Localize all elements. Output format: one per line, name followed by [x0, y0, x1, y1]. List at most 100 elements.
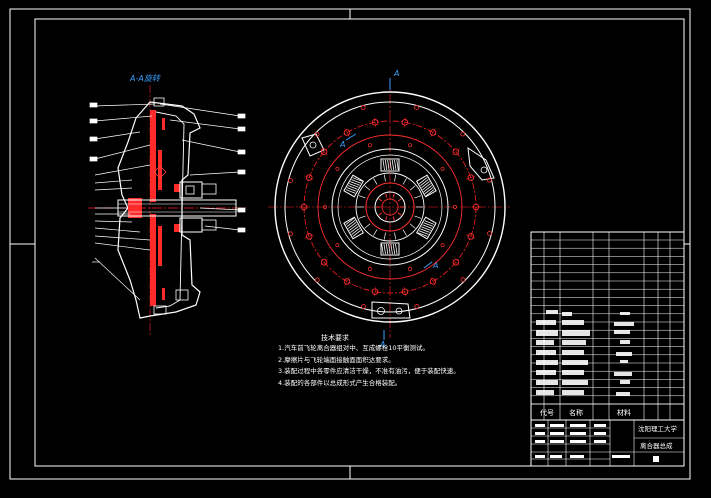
bom-entry-mark	[536, 350, 556, 355]
spline-tooth	[397, 212, 402, 216]
bom-entry-mark	[620, 312, 630, 315]
finger-slot	[373, 229, 378, 236]
technical-note-1: 1.汽车前飞轮离合器组对中、互成螺栓10平衡测试。	[278, 344, 429, 352]
title-block-entry-mark	[594, 440, 606, 443]
title-block-entry-mark	[570, 455, 584, 458]
spring-coil	[388, 243, 391, 255]
spring-coil	[346, 187, 357, 192]
outer-bolt-hole	[429, 129, 437, 136]
inner-rivet	[367, 266, 372, 271]
rim-hole	[314, 131, 320, 137]
finger-slot	[383, 232, 386, 240]
rim-hole	[487, 231, 492, 236]
finger-slot	[394, 232, 397, 240]
bom-entry-mark	[562, 340, 586, 345]
outer-bolt-hole	[371, 288, 379, 295]
bom-table	[531, 239, 684, 405]
spline-tooth	[385, 216, 388, 221]
spring-coil	[424, 220, 435, 225]
outer-bolt-hole	[467, 233, 475, 240]
bom-entry-mark	[614, 322, 634, 326]
spring-coil	[350, 225, 359, 233]
frame-ticks	[10, 9, 690, 479]
spring-coil	[419, 177, 428, 185]
spring-coil	[418, 230, 429, 235]
title-block-entry-mark	[594, 432, 606, 435]
bolt-hole-centerline	[466, 175, 476, 180]
bom-entry-mark	[616, 352, 632, 356]
bom-entry-mark	[536, 320, 556, 325]
spring-coil	[351, 179, 362, 184]
bom-entry-mark	[562, 370, 584, 375]
spring-coil	[349, 223, 358, 231]
spring-coil	[396, 159, 399, 171]
bolt-hole-centerline	[304, 234, 314, 239]
spring-coil	[349, 183, 359, 188]
section-mark-top: A	[393, 69, 399, 78]
spring-coil	[384, 159, 388, 171]
bolt-hole-centerline	[403, 286, 407, 297]
inner-rivet	[408, 143, 413, 148]
technical-note-3: 3.装配过程中各零件应清洁干燥，不准有油污，便于装配快速。	[278, 367, 460, 375]
spline-tooth	[392, 193, 395, 198]
bom-entry-mark	[562, 380, 588, 385]
hatched-sections	[128, 110, 180, 306]
spring-coil	[381, 243, 384, 255]
bom-entry-mark	[620, 340, 630, 344]
section-mark-left: A	[339, 140, 345, 149]
spline-tooth	[385, 193, 388, 198]
finger-slot	[358, 195, 366, 199]
rim-hole	[361, 304, 366, 309]
section-view-aa: A-A旋转	[88, 74, 248, 335]
spring-coil	[421, 226, 431, 231]
rim-hole	[414, 304, 420, 309]
outer-bolt-hole	[305, 174, 313, 181]
spring-coil	[383, 243, 386, 255]
title-block-entry-mark	[550, 432, 564, 435]
bom-entry-mark	[614, 372, 632, 376]
finger-slot	[364, 185, 371, 191]
bom-entry-mark	[536, 360, 558, 365]
finger-slot	[409, 223, 416, 229]
bom-entry-mark	[614, 330, 630, 334]
finger-slot	[414, 195, 422, 199]
finger-slot	[402, 229, 407, 236]
spring-coil	[425, 189, 435, 197]
spring-coil	[385, 243, 389, 255]
outer-bolt-hole	[452, 148, 460, 155]
spring-coil	[422, 183, 431, 191]
school-name: 沈阳理工大学	[638, 424, 678, 433]
bom-entry-mark	[562, 330, 590, 336]
bom-entry-mark	[536, 340, 554, 345]
bolt-hole-centerline	[451, 148, 460, 156]
spring-coil	[424, 187, 434, 195]
finger-slot	[358, 215, 366, 219]
outer-bolt-hole	[343, 278, 351, 285]
bolt-hole-centerline	[451, 258, 460, 266]
finger-slot	[402, 178, 407, 185]
front-view: A A A A	[268, 69, 510, 349]
spline-tooth	[378, 212, 383, 216]
rim-hole	[460, 131, 466, 137]
damper-spring	[380, 158, 400, 172]
damper-spring	[415, 216, 437, 240]
spring-window	[343, 216, 365, 240]
front-view-holes	[288, 105, 492, 309]
title-block-entry-mark	[550, 424, 564, 427]
bom-entry-mark	[562, 312, 572, 316]
right-leaders	[159, 103, 246, 233]
spring-coil	[395, 243, 398, 255]
front-view-springs	[343, 158, 437, 256]
bom-entry-mark	[616, 392, 630, 396]
spring-coil	[420, 228, 430, 233]
spline-tooth	[392, 216, 395, 221]
bom-entry-mark	[536, 330, 558, 336]
spring-coil	[391, 159, 395, 171]
technical-note-4: 4.装配的各部件以总成形式产生合格装配。	[278, 378, 402, 387]
rim-hole	[314, 277, 320, 283]
bom-entry-mark	[562, 350, 584, 355]
spring-coil	[347, 221, 357, 229]
inner-rivet	[408, 266, 413, 271]
outer-bolt-hole	[371, 119, 379, 126]
